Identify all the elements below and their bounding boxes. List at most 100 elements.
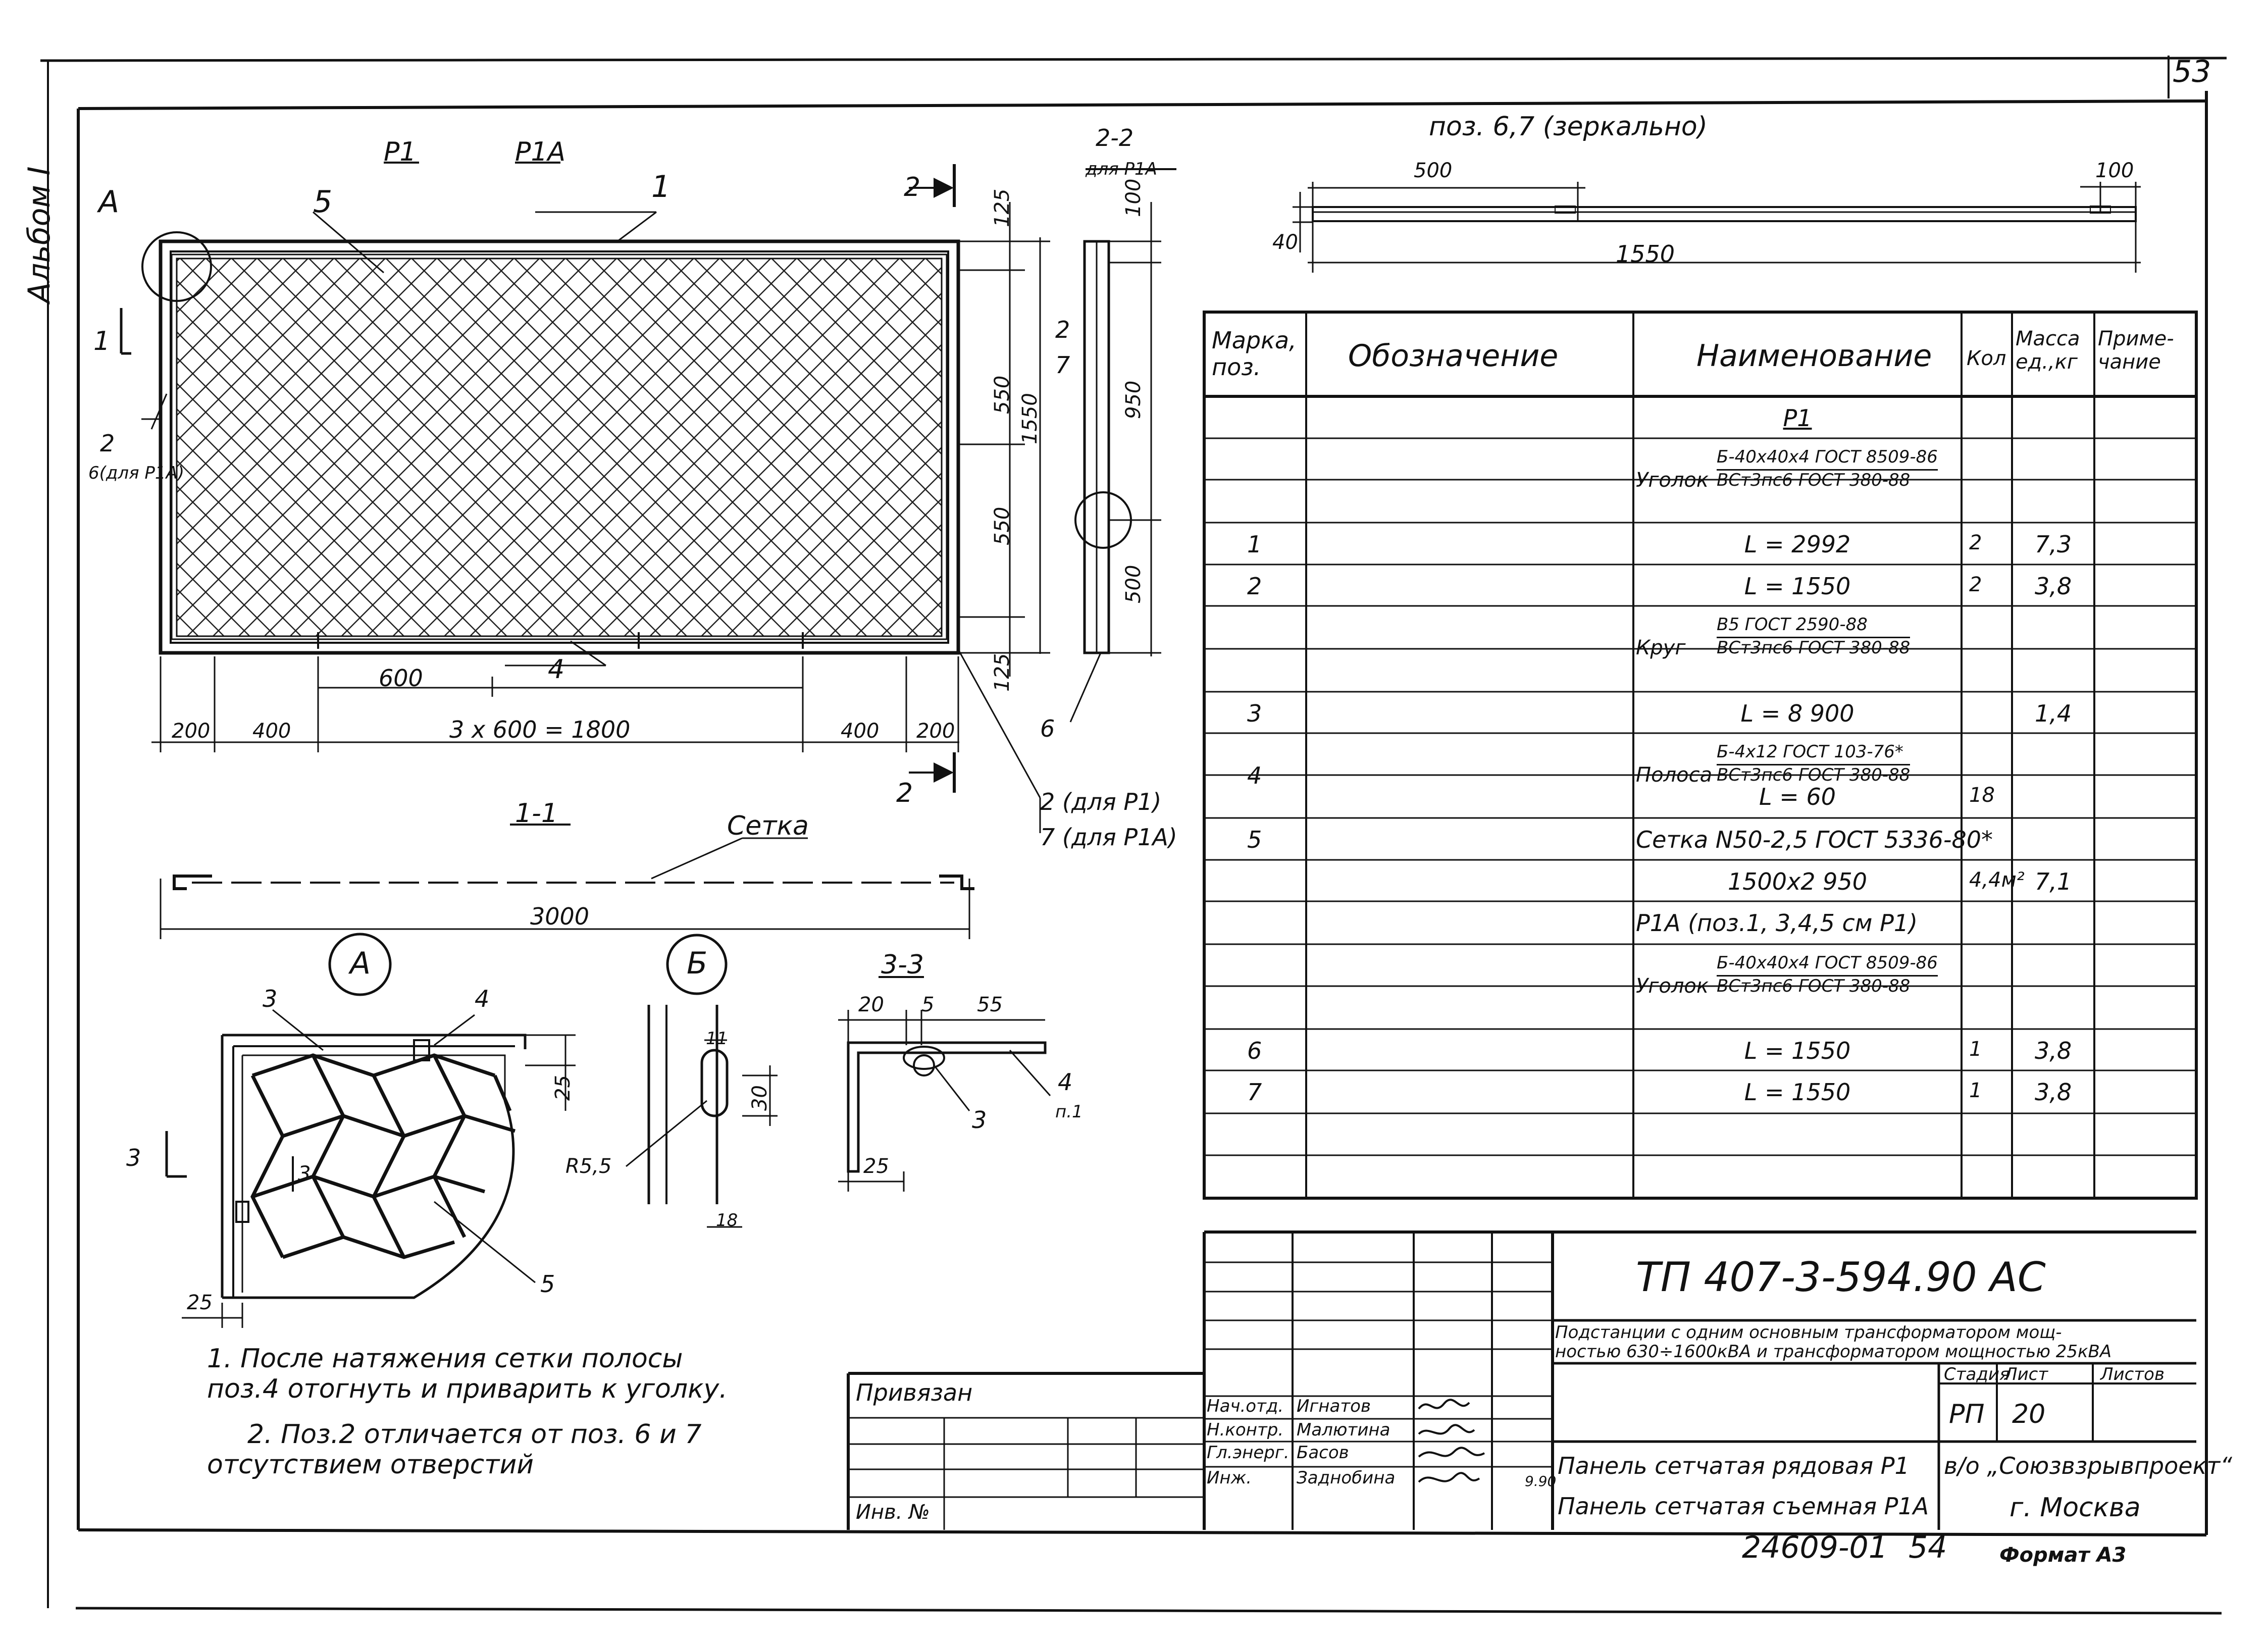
detail-b-dim-30: 30 bbox=[748, 1085, 771, 1111]
pos67-dim-1550: 1550 bbox=[1616, 240, 1675, 268]
material-grade: Б-40х40х4 ГОСТ 8509-86 bbox=[1717, 953, 1938, 977]
bottom-number: 24609-01 bbox=[1742, 1530, 1888, 1565]
table-cell-mass: 7,1 bbox=[2035, 867, 2072, 895]
table-cell-qty: 4,4м² bbox=[1969, 868, 2025, 892]
table-header-name: Наименование bbox=[1696, 338, 1932, 374]
section-3-3 bbox=[838, 976, 1051, 1192]
table-header-note: Приме- чание bbox=[2098, 327, 2174, 374]
section-33-dim-20: 20 bbox=[858, 993, 884, 1016]
table-cell-mark: 5 bbox=[1247, 826, 1262, 853]
table-cell-mark: 3 bbox=[1247, 699, 1262, 727]
pos4-label: 4 bbox=[548, 654, 565, 685]
note-line-1: 1. После натяжения сетки полосы bbox=[207, 1344, 683, 1374]
table-cell-material: Б-4х12 ГОСТ 103-76*ВСт3пс6 ГОСТ 380-88 bbox=[1717, 742, 1911, 785]
table-cell-qty: 2 bbox=[1969, 573, 1982, 596]
detail-b-r55: R5,5 bbox=[565, 1155, 612, 1178]
role-0: Нач.отд. bbox=[1207, 1396, 1284, 1416]
table-cell-mass: 3,8 bbox=[2035, 1078, 2072, 1106]
pos5-label: 5 bbox=[313, 184, 333, 220]
sheet-frame bbox=[40, 56, 2227, 1615]
dim-3x600: 3 х 600 = 1800 bbox=[449, 716, 631, 743]
table-cell-qty: 18 bbox=[1969, 783, 1995, 807]
table-cell-mass: 3,8 bbox=[2035, 1037, 2072, 1064]
section-11-dim-3000: 3000 bbox=[530, 903, 590, 930]
dim-1550: 1550 bbox=[1018, 393, 1042, 444]
dim-200-right: 200 bbox=[916, 720, 955, 743]
dim-550-a: 550 bbox=[991, 375, 1014, 414]
org-line-2: г. Москва bbox=[2009, 1493, 2141, 1523]
section-1-mark: 1 bbox=[93, 326, 111, 356]
table-cell-name: L = 1550 bbox=[1744, 1078, 1851, 1106]
dim-550-b: 550 bbox=[991, 506, 1014, 545]
callout-a-main: А bbox=[98, 184, 120, 220]
table-cell-qty: 1 bbox=[1969, 1037, 1982, 1061]
detail-a-section-3-inner: 3 bbox=[298, 1162, 311, 1186]
dim-400-left: 400 bbox=[252, 720, 291, 743]
table-cell-mass: 3,8 bbox=[2035, 572, 2072, 600]
table-cell-mark: 2 bbox=[1247, 572, 1262, 600]
name-2: Басов bbox=[1297, 1443, 1349, 1463]
table-cell-name: Р1 bbox=[1783, 404, 1812, 432]
table-cell-name-prefix: Уголок bbox=[1636, 974, 1709, 998]
section-22-subtitle: для Р1А bbox=[1086, 159, 1157, 179]
label-p1a: Р1А bbox=[515, 137, 566, 167]
detail-a bbox=[165, 933, 576, 1328]
role-3: Инж. bbox=[1207, 1468, 1252, 1488]
section-33-title: 3-3 bbox=[881, 950, 924, 980]
sheets-header: Листов bbox=[2100, 1364, 2165, 1384]
page-number: 53 bbox=[2173, 54, 2211, 89]
table-cell-mark: 6 bbox=[1247, 1037, 1262, 1064]
stage-header: Стадия bbox=[1944, 1364, 2010, 1384]
table-cell-name: L = 8 900 bbox=[1740, 699, 1854, 727]
material-grade: Б-40х40х4 ГОСТ 8509-86 bbox=[1717, 447, 1938, 471]
table-cell-name: Р1А (поз.1, 3,4,5 см Р1) bbox=[1636, 909, 1918, 937]
table-cell-name: L = 1550 bbox=[1744, 1037, 1851, 1064]
table-cell-name: L = 60 bbox=[1759, 783, 1836, 810]
table-cell-mass: 1,4 bbox=[2035, 699, 2072, 727]
leader-7-p1a: 7 (для Р1А) bbox=[1040, 824, 1177, 851]
material-steel: ВСт3пс6 ГОСТ 380-88 bbox=[1717, 470, 1911, 491]
org-line-1: в/о „Союзвзрывпроект“ bbox=[1944, 1452, 2232, 1479]
name-3: Заднобина bbox=[1297, 1468, 1396, 1488]
section-22-label-7: 7 bbox=[1055, 351, 1070, 379]
material-grade: В5 ГОСТ 2590-88 bbox=[1717, 614, 1911, 639]
title-desc-2: ностью 630÷1600кВА и трансформатором мощ… bbox=[1555, 1342, 2112, 1362]
name-0: Игнатов bbox=[1297, 1396, 1371, 1416]
pos1-label: 1 bbox=[651, 169, 671, 204]
note-line-3: 2. Поз.2 отличается от поз. 6 и 7 bbox=[247, 1419, 702, 1450]
detail-a-pos4: 4 bbox=[475, 985, 490, 1012]
sheet-value: 20 bbox=[2012, 1399, 2046, 1429]
detail-a-dim-25-right: 25 bbox=[551, 1075, 575, 1101]
section-22-dim-950: 950 bbox=[1122, 380, 1145, 419]
album-label: Альбом I bbox=[22, 166, 57, 303]
table-cell-mark: 1 bbox=[1247, 530, 1262, 558]
material-grade: Б-4х12 ГОСТ 103-76* bbox=[1717, 742, 1911, 766]
detail-a-mesh bbox=[250, 1053, 516, 1259]
name-1: Малютина bbox=[1297, 1420, 1390, 1440]
title-code: ТП 407-3-594.90 АС bbox=[1636, 1254, 2046, 1301]
privyazan-label: Привязан bbox=[856, 1379, 973, 1406]
section-22-dim-100: 100 bbox=[1122, 178, 1145, 217]
dim-600: 600 bbox=[379, 664, 423, 692]
detail-a-pos5: 5 bbox=[540, 1270, 555, 1298]
detail-a-dim-25-bottom: 25 bbox=[187, 1291, 213, 1314]
table-cell-mark: 4 bbox=[1247, 762, 1262, 789]
section-33-dim-25: 25 bbox=[863, 1155, 889, 1178]
table-cell-qty: 1 bbox=[1969, 1079, 1982, 1102]
role-1: Н.контр. bbox=[1207, 1420, 1284, 1440]
pos67-title: поз. 6,7 (зеркально) bbox=[1429, 112, 1708, 142]
table-cell-name-prefix: Круг bbox=[1636, 636, 1686, 659]
sheet-header: Лист bbox=[2004, 1364, 2048, 1384]
label-p1: Р1 bbox=[384, 137, 417, 167]
detail-b bbox=[626, 934, 778, 1228]
section-1-1 bbox=[160, 824, 974, 939]
part-name-2: Панель сетчатая съемная Р1А bbox=[1558, 1493, 1929, 1520]
table-cell-mark: 7 bbox=[1247, 1078, 1262, 1106]
table-cell-name-prefix: Уголок bbox=[1636, 469, 1709, 492]
section-33-pos4: 4 bbox=[1058, 1068, 1073, 1096]
material-steel: ВСт3пс6 ГОСТ 380-88 bbox=[1717, 976, 1911, 997]
section-2-mark-top: 2 bbox=[904, 172, 921, 202]
signatures bbox=[1418, 1399, 1485, 1483]
